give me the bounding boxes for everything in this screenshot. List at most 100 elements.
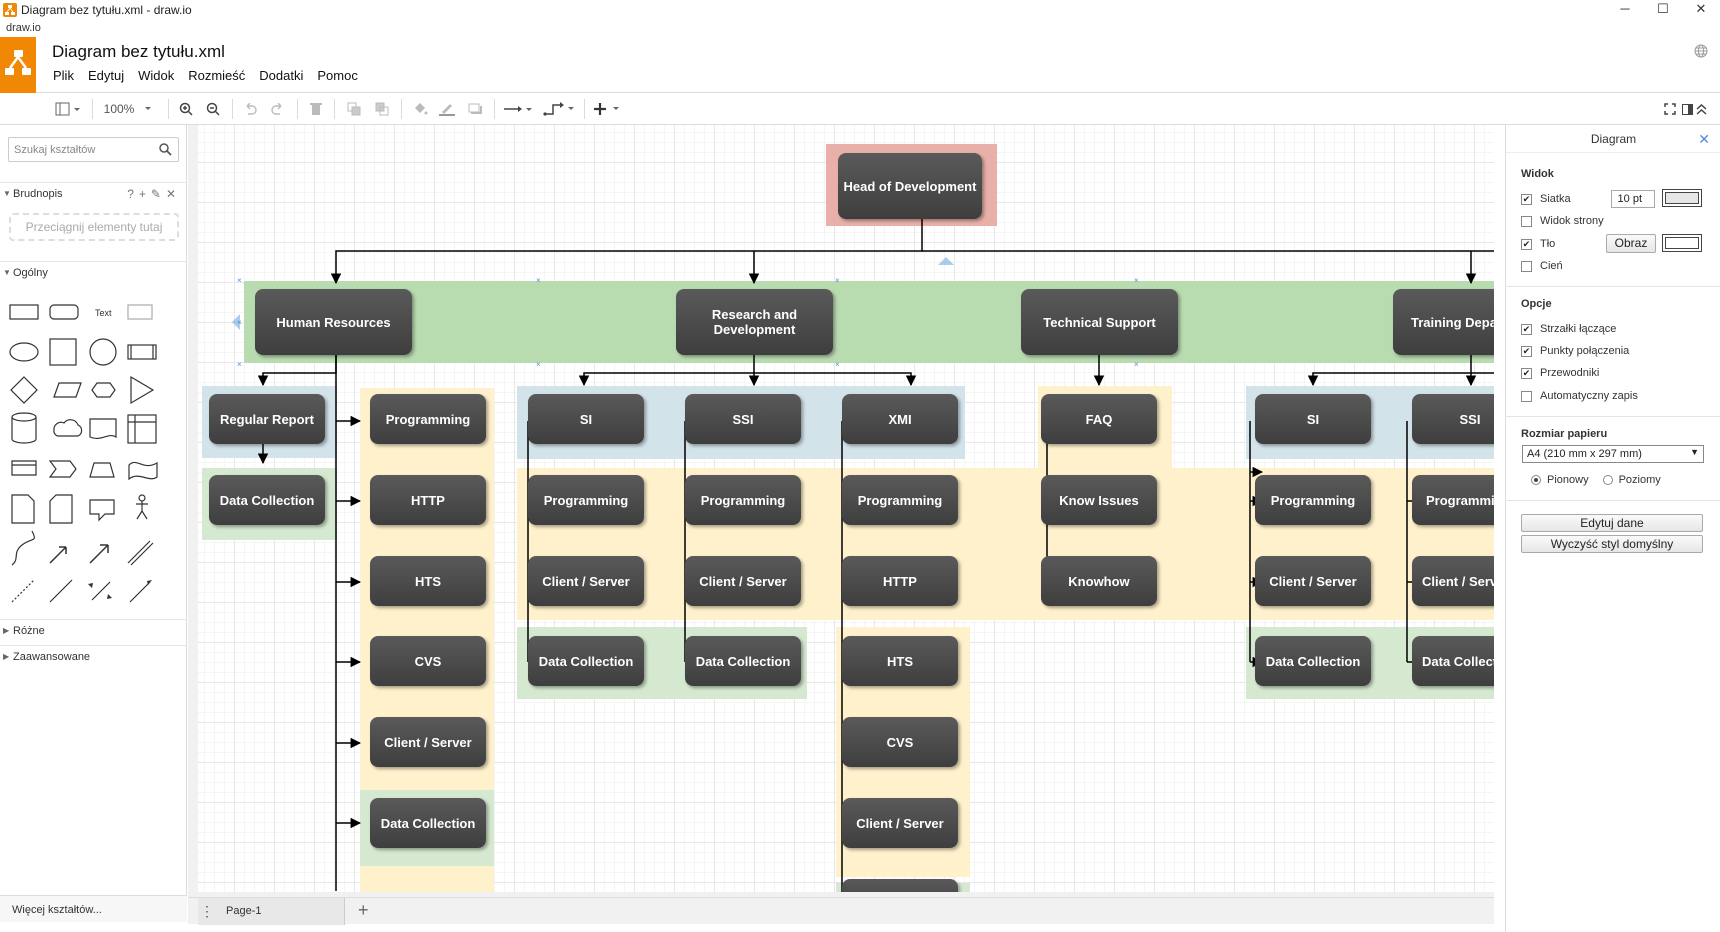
- collapse-button[interactable]: [1694, 99, 1708, 119]
- dashed-line-shape[interactable]: [11, 579, 35, 603]
- node-rd-xmi-2[interactable]: HTTP: [842, 556, 958, 606]
- menu-file[interactable]: Plik: [53, 68, 74, 83]
- zoom-in-button[interactable]: [176, 99, 196, 119]
- guides-checkbox[interactable]: ✔: [1521, 367, 1532, 379]
- node-head[interactable]: Head of Development: [838, 153, 982, 219]
- line-color-button[interactable]: [437, 99, 457, 119]
- text-shape[interactable]: Text: [95, 308, 112, 318]
- circle-shape[interactable]: [89, 338, 117, 366]
- node-rd-si[interactable]: SI: [528, 394, 644, 444]
- format-panel-toggle[interactable]: [52, 99, 84, 119]
- misc-shapes-header[interactable]: ▶ Różne: [0, 619, 187, 641]
- scratchpad-dropzone[interactable]: Przeciągnij elementy tutaj: [9, 213, 179, 241]
- node-rd-si-3[interactable]: Data Collection: [528, 636, 644, 686]
- arrow-outline-shape[interactable]: [49, 546, 67, 564]
- node-rd-xmi-5[interactable]: Client / Server: [842, 798, 958, 848]
- directional-arrow-shape[interactable]: [129, 581, 151, 603]
- page-tab[interactable]: Page-1: [198, 898, 345, 925]
- triangle-shape[interactable]: [130, 375, 155, 405]
- zoom-out-button[interactable]: [203, 99, 223, 119]
- shadow-button[interactable]: [465, 99, 485, 119]
- line-shape[interactable]: [49, 579, 73, 603]
- general-shapes-header[interactable]: ▼ Ogólny: [0, 261, 187, 283]
- scratchpad-header[interactable]: ▼ Brudnopis ?+✎✕: [0, 182, 187, 204]
- node-dept-training[interactable]: Training Depart: [1393, 289, 1494, 355]
- edit-data-button[interactable]: Edytuj dane: [1521, 514, 1703, 532]
- node-tr-si-2[interactable]: Client / Server: [1255, 556, 1371, 606]
- node-ts-1[interactable]: Know Issues: [1041, 475, 1157, 525]
- node-ts-2[interactable]: Knowhow: [1041, 556, 1157, 606]
- scratchpad-tools[interactable]: ?+✎✕: [127, 187, 181, 201]
- menu-arrange[interactable]: Rozmieść: [188, 68, 246, 83]
- menu-edit[interactable]: Edytuj: [87, 68, 125, 83]
- diamond-shape[interactable]: [10, 376, 38, 404]
- diagram-canvas[interactable]: ××××××××× Head of Development Human Reso…: [198, 125, 1494, 892]
- bold-arrow-shape[interactable]: [89, 544, 109, 564]
- card-shape[interactable]: [49, 494, 73, 524]
- grid-color-swatch[interactable]: [1662, 189, 1702, 207]
- add-page-icon[interactable]: +: [358, 900, 369, 920]
- node-dept-hr[interactable]: Human Resources: [255, 289, 412, 355]
- node-rd-xmi-partial[interactable]: [842, 879, 958, 892]
- shape-search-input[interactable]: Szukaj kształtów: [8, 137, 179, 162]
- close-window-button[interactable]: ✕: [1695, 1, 1707, 16]
- trapezoid-shape[interactable]: [89, 462, 115, 478]
- step-shape[interactable]: [48, 460, 77, 478]
- menu-view[interactable]: Widok: [138, 68, 175, 83]
- menu-extras[interactable]: Dodatki: [259, 68, 304, 83]
- connection-style-button[interactable]: [502, 99, 534, 119]
- waypoints-button[interactable]: [542, 99, 576, 119]
- node-hr-col-2[interactable]: HTTP: [370, 475, 486, 525]
- selection-handles[interactable]: ×××××××××: [232, 257, 1139, 369]
- globe-icon[interactable]: [1694, 44, 1708, 58]
- rounded-rectangle-shape[interactable]: [49, 304, 79, 320]
- cloud-shape[interactable]: [53, 419, 83, 437]
- node-rd-ssi-2[interactable]: Client / Server: [685, 556, 801, 606]
- node-hr-col-3[interactable]: HTS: [370, 556, 486, 606]
- connection-arrows-checkbox[interactable]: ✔: [1521, 323, 1532, 335]
- close-icon[interactable]: ✕: [1698, 131, 1710, 147]
- node-rd-ssi-3[interactable]: Data Collection: [685, 636, 801, 686]
- node-tr-ssi-1[interactable]: Programmin: [1412, 475, 1494, 525]
- zoom-dropdown[interactable]: 100%: [100, 99, 158, 119]
- node-dept-ts[interactable]: Technical Support: [1021, 289, 1178, 355]
- parallelogram-shape[interactable]: [53, 382, 82, 398]
- process-shape[interactable]: [127, 344, 157, 360]
- node-tr-si[interactable]: SI: [1255, 394, 1371, 444]
- node-hr-col-4[interactable]: CVS: [370, 636, 486, 686]
- shadow-checkbox[interactable]: [1521, 260, 1532, 272]
- node-hr-data-collection[interactable]: Data Collection: [209, 475, 325, 525]
- fill-color-button[interactable]: [410, 99, 430, 119]
- delete-button[interactable]: [306, 99, 326, 119]
- document-title[interactable]: Diagram bez tytułu.xml: [52, 42, 225, 61]
- node-tr-ssi-2[interactable]: Client / Serv: [1412, 556, 1494, 606]
- actor-shape[interactable]: [136, 501, 148, 520]
- internal-storage-shape[interactable]: [127, 414, 157, 444]
- node-tr-si-1[interactable]: Programming: [1255, 475, 1371, 525]
- node-rd-xmi[interactable]: XMI: [842, 394, 958, 444]
- to-front-button[interactable]: [344, 99, 364, 119]
- node-hr-col-5[interactable]: Client / Server: [370, 717, 486, 767]
- connection-points-checkbox[interactable]: ✔: [1521, 345, 1532, 357]
- search-icon[interactable]: [159, 143, 172, 156]
- undo-button[interactable]: [240, 99, 260, 119]
- page-menu-icon[interactable]: ⋮: [200, 903, 214, 919]
- background-checkbox[interactable]: ✔: [1521, 238, 1532, 250]
- grid-checkbox[interactable]: ✔: [1521, 193, 1532, 205]
- note-shape[interactable]: [11, 494, 35, 524]
- link-shape[interactable]: [127, 540, 154, 566]
- node-rd-ssi[interactable]: SSI: [685, 394, 801, 444]
- textbox-shape[interactable]: [127, 304, 153, 320]
- ellipse-shape[interactable]: [9, 342, 39, 362]
- node-rd-xmi-4[interactable]: CVS: [842, 717, 958, 767]
- to-back-button[interactable]: [372, 99, 392, 119]
- node-rd-xmi-1[interactable]: Programming: [842, 475, 958, 525]
- cylinder-shape[interactable]: [11, 412, 37, 444]
- rectangle-shape[interactable]: [9, 304, 39, 320]
- callout-shape[interactable]: [89, 499, 115, 522]
- page-view-checkbox[interactable]: [1521, 215, 1532, 227]
- node-rd-xmi-3[interactable]: HTS: [842, 636, 958, 686]
- more-shapes-button[interactable]: Więcej kształtów...: [0, 895, 187, 922]
- node-tr-ssi[interactable]: SSI: [1412, 394, 1494, 444]
- node-tr-si-3[interactable]: Data Collection: [1255, 636, 1371, 686]
